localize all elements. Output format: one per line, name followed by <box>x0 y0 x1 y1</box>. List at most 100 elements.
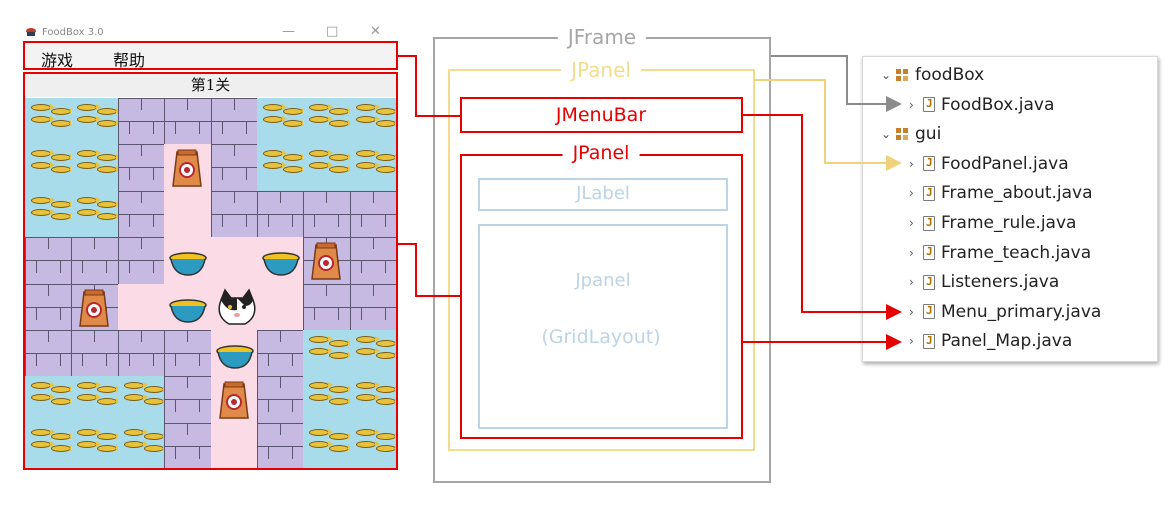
water-tile <box>349 144 396 192</box>
chevron-right-icon[interactable]: › <box>909 334 914 349</box>
file-name: Listeners.java <box>941 272 1060 293</box>
wall-tile <box>349 283 396 331</box>
fish-pattern <box>51 166 75 174</box>
fish-pattern <box>31 428 55 436</box>
fish-pattern <box>309 428 334 436</box>
wall-tile <box>164 376 212 424</box>
fish-pattern <box>143 386 168 394</box>
chevron-right-icon[interactable]: › <box>909 275 914 290</box>
bowl-icon <box>215 342 255 376</box>
fish-pattern <box>123 382 148 390</box>
fish-pattern <box>329 352 354 359</box>
water-tile <box>71 144 122 192</box>
java-file-icon <box>923 333 935 349</box>
fish-pattern <box>309 336 334 343</box>
fish-pattern <box>51 120 75 127</box>
file-name: Frame_rule.java <box>941 213 1077 233</box>
food-bag-icon <box>75 288 113 332</box>
fish-pattern <box>97 108 122 115</box>
water-tile <box>117 376 168 424</box>
chevron-right-icon[interactable]: › <box>909 304 914 319</box>
water-tile <box>117 422 168 468</box>
water-tile <box>303 98 354 145</box>
food-bag-icon <box>215 380 253 424</box>
fish-pattern <box>263 116 287 123</box>
water-tile <box>71 98 122 145</box>
tree-file[interactable]: ›Frame_about.java <box>909 181 1093 205</box>
tree-package-foodBox[interactable]: ⌄ foodBox <box>881 63 984 87</box>
tree-file[interactable]: › Panel_Map.java <box>909 329 1072 353</box>
project-explorer: ⌄ foodBox ›FoodBox.java ⌄gui ›FoodPanel.java… <box>862 56 1158 362</box>
chevron-down-icon[interactable]: ⌄ <box>881 68 892 82</box>
java-file-icon <box>923 274 935 290</box>
fish-pattern <box>329 120 354 127</box>
file-name: Panel_Map.java <box>941 331 1073 352</box>
tree-file[interactable]: › Listeners.java <box>909 270 1059 294</box>
water-tile <box>303 376 354 424</box>
fish-pattern <box>309 150 334 158</box>
chevron-right-icon[interactable]: › <box>909 216 914 230</box>
fish-pattern <box>309 116 334 123</box>
fish-pattern <box>77 162 102 170</box>
wall-tile <box>71 330 119 377</box>
fish-pattern <box>375 432 396 440</box>
maximize-button[interactable]: □ <box>326 24 339 39</box>
fish-pattern <box>263 104 287 111</box>
fish-pattern <box>375 166 396 174</box>
jmenubar-label: JMenuBar <box>555 104 647 126</box>
tree-file[interactable]: › Frame_rule.java <box>909 211 1076 235</box>
fish-pattern <box>97 166 122 174</box>
file-name: Frame_teach.java <box>941 242 1092 263</box>
fish-pattern <box>31 394 55 402</box>
water-tile <box>303 144 354 192</box>
fish-pattern <box>309 394 334 402</box>
water-tile <box>25 144 75 192</box>
fish-pattern <box>329 386 354 394</box>
app-icon <box>26 28 36 36</box>
fish-pattern <box>329 398 354 406</box>
fish-pattern <box>143 444 168 452</box>
jlabel-label: JLabel <box>576 183 630 204</box>
floor-tile <box>257 283 304 331</box>
fish-pattern <box>263 162 287 170</box>
water-tile <box>349 376 396 424</box>
fish-pattern <box>355 162 380 170</box>
chevron-right-icon[interactable]: › <box>909 245 914 260</box>
close-button[interactable]: ✕ <box>370 24 381 39</box>
jpanel-inner-label: JPanel <box>562 142 640 164</box>
tree-file[interactable]: ›FoodPanel.java <box>909 152 1069 176</box>
wall-tile <box>210 190 258 238</box>
fish-pattern <box>77 394 102 402</box>
fish-pattern <box>77 208 102 216</box>
fish-pattern <box>123 394 148 402</box>
floor-tile <box>210 422 258 468</box>
minimize-button[interactable]: — <box>282 24 295 39</box>
tree-file[interactable]: › Menu_primary.java <box>909 300 1101 324</box>
fish-pattern <box>329 340 354 347</box>
fish-pattern <box>77 116 102 123</box>
fish-pattern <box>97 120 122 127</box>
package-icon <box>896 69 908 81</box>
menu-help[interactable]: 帮助 <box>113 51 146 70</box>
chevron-right-icon[interactable]: › <box>909 156 914 171</box>
chevron-down-icon[interactable]: ⌄ <box>881 127 892 142</box>
fish-pattern <box>309 440 334 448</box>
wall-tile <box>257 376 304 424</box>
file-name: Menu_primary.java <box>941 301 1102 322</box>
package-name: foodBox <box>915 65 985 85</box>
menu-game[interactable]: 游戏 <box>41 51 74 70</box>
window-title: FoodBox 3.0 <box>42 27 104 38</box>
tree-file[interactable]: ›FoodBox.java <box>909 93 1054 117</box>
bowl-icon <box>168 296 208 330</box>
chevron-right-icon[interactable]: › <box>909 97 914 112</box>
bowl-icon <box>168 249 208 283</box>
water-tile <box>25 190 75 238</box>
java-file-icon <box>923 156 935 172</box>
chevron-right-icon[interactable]: › <box>909 186 914 201</box>
tree-file[interactable]: › Frame_teach.java <box>909 241 1091 265</box>
wall-tile <box>164 330 212 377</box>
fish-pattern <box>355 116 380 123</box>
java-file-icon <box>923 185 935 201</box>
tree-package-gui[interactable]: ⌄gui <box>881 122 941 146</box>
fish-pattern <box>355 150 380 158</box>
